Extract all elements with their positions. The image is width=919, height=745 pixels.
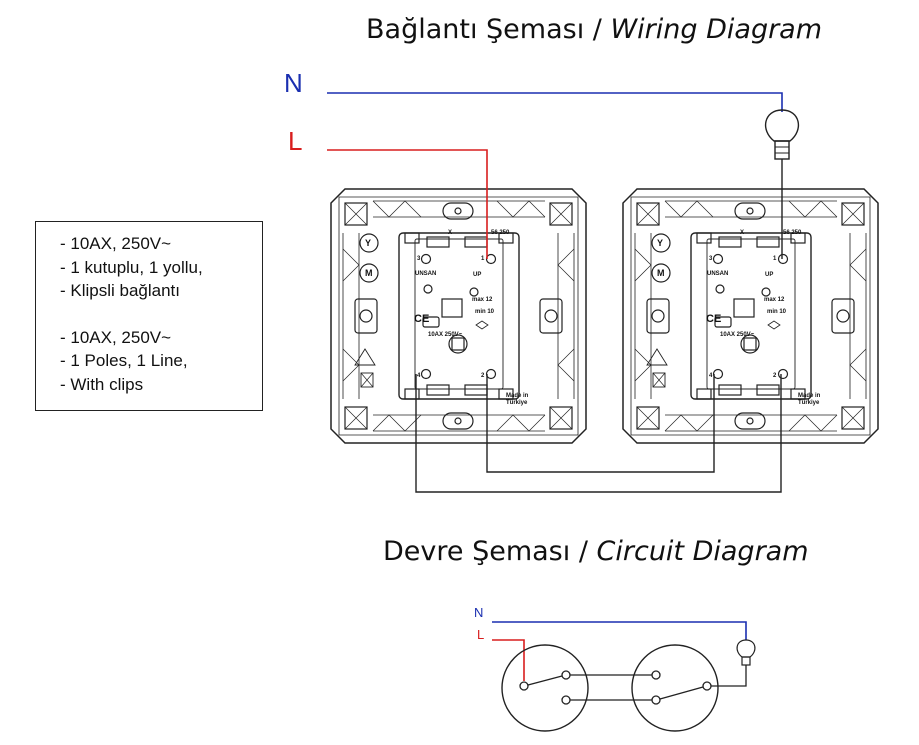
wiring-neutral-wire: [327, 92, 783, 112]
circuit-title-italic: Circuit Diagram: [596, 536, 809, 567]
circuit-switch-1-contact-b: [561, 695, 571, 705]
wiring-diagram-title: Bağlantı Şeması / Wiring Diagram: [366, 14, 822, 45]
right-switch: X 56 250 3 1 UNSAN UP max 12 min 10 10AX…: [622, 188, 879, 444]
left-rating: 10AX 250V~: [428, 332, 463, 338]
spec-box: - 10AX, 250V~ - 1 kutuplu, 1 yollu, - Kl…: [35, 221, 263, 411]
left-m-mark: M: [365, 268, 373, 278]
right-y-mark: Y: [657, 238, 663, 248]
circuit-lamp-icon: [736, 639, 756, 666]
circuit-title-main: Devre Şeması /: [383, 536, 597, 567]
spec-line-tr-1: - 10AX, 250V~: [60, 234, 172, 253]
right-up-mark: UP: [765, 272, 773, 278]
right-rating: 10AX 250V~: [720, 332, 755, 338]
left-terminal-2: 2: [481, 373, 485, 379]
right-ce-mark: CE: [706, 313, 721, 325]
circuit-switch-1: [501, 644, 589, 732]
right-switch-code: 56 250: [783, 230, 802, 236]
right-m-mark: M: [657, 268, 665, 278]
left-switch-code: 56 250: [491, 230, 510, 236]
left-brand: UNSAN: [415, 271, 436, 277]
right-country: Türkiye: [798, 400, 820, 406]
right-brand: UNSAN: [707, 271, 728, 277]
left-terminal-3: 3: [417, 256, 421, 262]
left-max: max 12: [472, 297, 493, 303]
left-terminal-1: 1: [481, 256, 485, 262]
left-country: Türkiye: [506, 400, 528, 406]
circuit-switch-2-contact-a: [651, 670, 661, 680]
left-min: min 10: [475, 309, 495, 315]
circuit-switch-1-contact-a: [561, 670, 571, 680]
right-terminal-2: 2: [773, 373, 777, 379]
wiring-traveller-1: [486, 374, 715, 473]
circuit-switch-1-common: [519, 681, 529, 691]
right-switch-x-mark: X: [740, 230, 744, 236]
right-terminal-3: 3: [709, 256, 713, 262]
circuit-switch-2: [631, 644, 719, 732]
spec-line-tr-3: - Klipsli bağlantı: [60, 281, 181, 300]
wiring-title-main: Bağlantı Şeması /: [366, 14, 611, 45]
wiring-traveller-2: [415, 374, 782, 493]
left-switch-x-mark: X: [448, 230, 452, 236]
left-ce-mark: CE: [414, 313, 429, 325]
spec-line-en-1: - 10AX, 250V~: [60, 327, 172, 347]
wiring-title-italic: Wiring Diagram: [610, 14, 823, 45]
left-made-in: Made in: [506, 393, 529, 399]
left-terminal-4: 4: [417, 373, 421, 379]
wiring-live-wire: [327, 149, 488, 259]
circuit-neutral-wire: [492, 621, 747, 640]
left-switch: X 56 250 3 1 UNSAN UP max 12 min 10 10AX…: [330, 188, 587, 444]
wiring-lamp-icon: [764, 109, 800, 160]
wiring-neutral-label: N: [284, 68, 303, 98]
circuit-switch-2-common: [702, 681, 712, 691]
right-terminal-4: 4: [709, 373, 713, 379]
right-max: max 12: [764, 297, 785, 303]
circuit-neutral-label: N: [474, 605, 483, 620]
spec-line-en-2: - 1 Poles, 1 Line,: [60, 351, 188, 370]
spec-line-tr-2: - 1 kutuplu, 1 yollu,: [60, 257, 203, 277]
spec-line-en-3: - With clips: [60, 374, 144, 394]
circuit-switch-2-contact-b: [651, 695, 661, 705]
circuit-switch-2-lever: [659, 686, 704, 700]
right-terminal-1: 1: [773, 256, 777, 262]
left-y-mark: Y: [365, 238, 371, 248]
left-up-mark: UP: [473, 272, 481, 278]
circuit-live-wire: [492, 639, 525, 681]
circuit-live-label: L: [477, 627, 484, 642]
circuit-diagram-title: Devre Şeması / Circuit Diagram: [383, 536, 809, 567]
right-made-in: Made in: [798, 393, 821, 399]
right-min: min 10: [767, 309, 787, 315]
wiring-live-label: L: [288, 126, 302, 156]
circuit-lamp-wire: [711, 665, 747, 687]
circuit-switch-1-lever: [527, 675, 563, 686]
